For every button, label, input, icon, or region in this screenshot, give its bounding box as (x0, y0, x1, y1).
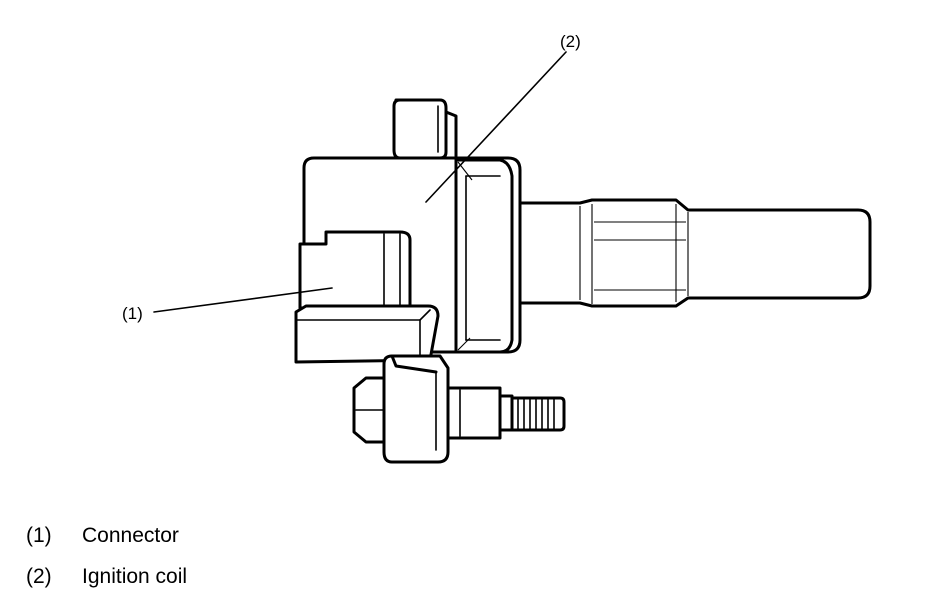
legend-item-ignition-coil: (2) Ignition coil (26, 565, 187, 589)
leader-line-ignition-coil (425, 51, 567, 203)
leader-line-connector (153, 287, 333, 313)
callout-connector: (1) (122, 304, 143, 323)
connector-part (294, 230, 440, 364)
legend-number: (2) (26, 565, 52, 588)
coil-boot (510, 198, 872, 308)
legend-item-connector: (1) Connector (26, 524, 179, 548)
mounting-bolt (352, 376, 566, 444)
coil-top-boss (392, 98, 458, 160)
mounting-bracket (382, 354, 450, 464)
callout-ignition-coil: (2) (560, 32, 581, 51)
legend-number: (1) (26, 524, 52, 547)
legend-label: Ignition coil (82, 565, 188, 588)
legend-label: Connector (82, 524, 179, 547)
